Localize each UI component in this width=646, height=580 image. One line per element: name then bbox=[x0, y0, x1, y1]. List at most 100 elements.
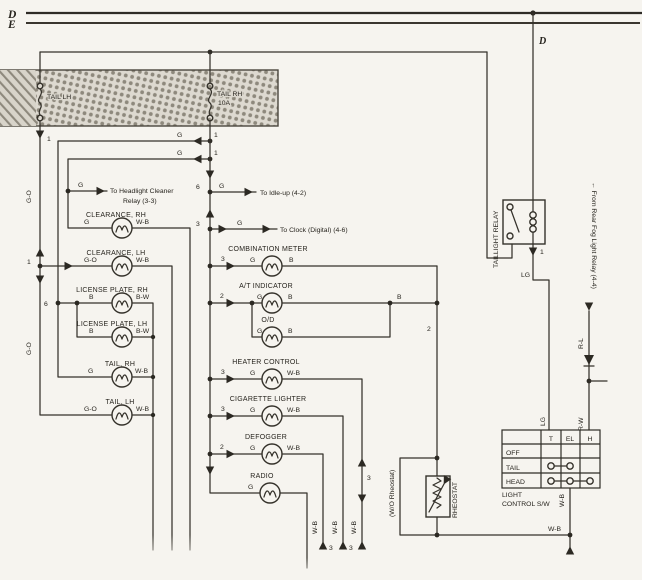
lamp-combination-meter: COMBINATION METER 3 G B bbox=[221, 246, 308, 277]
wire-color-label: G bbox=[237, 220, 242, 227]
lamp-label: LICENSE PLATE, LH bbox=[77, 321, 148, 328]
left-circuit: 1 1 G 1 G 1 6 G-O G-O G To Headlight Cle… bbox=[26, 120, 218, 551]
fuse-tail-lh-label: TAIL LH bbox=[47, 94, 71, 101]
wire-color-label: LG bbox=[521, 272, 530, 279]
wire-color-label: G bbox=[177, 150, 182, 157]
wire-color-label: B bbox=[89, 328, 94, 335]
wire-color-label: B bbox=[288, 328, 293, 335]
wire-color-label: G bbox=[88, 368, 93, 375]
wire-color-label: B bbox=[288, 294, 293, 301]
pin-label: 1 bbox=[214, 150, 218, 157]
pin-label: 6 bbox=[196, 184, 200, 191]
fuse-tail-rh-rating: 10A bbox=[218, 100, 231, 107]
switch-column-h: H bbox=[588, 436, 593, 443]
lamp-label: A/T INDICATOR bbox=[239, 283, 293, 290]
wire-color-label: G bbox=[257, 294, 262, 301]
lamp-license-rh: LICENSE PLATE, RH B B-W bbox=[76, 287, 150, 314]
rail-e-label: E bbox=[7, 19, 16, 31]
wire-color-label: W-B bbox=[559, 493, 566, 507]
rheostat-symbol bbox=[425, 475, 452, 518]
lamp-tail-lh: TAIL, LH G-O W-B bbox=[84, 399, 150, 426]
wire-color-label: G bbox=[219, 183, 224, 190]
pin-label: 1 bbox=[214, 132, 218, 139]
rear-fog-branch: ← From Rear Fog Light Relay (4-4) R-L R-… bbox=[578, 182, 608, 431]
wire-color-label: W-B bbox=[287, 370, 301, 377]
lamp-label: COMBINATION METER bbox=[228, 246, 308, 253]
branch-idle-up: To Idle-up (4-2) bbox=[260, 190, 306, 197]
fuse-tail-rh-label: TAIL RH bbox=[217, 91, 242, 98]
wire-color-label: LG bbox=[540, 417, 547, 426]
switch-column-t: T bbox=[549, 436, 553, 443]
wire-color-label: W-B bbox=[136, 406, 150, 413]
rheostat-bypass-note: (W/O Rheostat) bbox=[389, 470, 396, 517]
lamp-cigarette-lighter: CIGARETTE LIGHTER 3 G W-B bbox=[221, 396, 307, 427]
wire-color-label: G-O bbox=[26, 342, 33, 355]
rail-d-label: D bbox=[7, 9, 17, 21]
lamp-defogger: DEFOGGER 2 G W-B bbox=[220, 434, 301, 465]
switch-contacts bbox=[547, 462, 594, 485]
wire-color-label: G bbox=[248, 484, 253, 491]
wire-color-label: W-B bbox=[332, 520, 339, 534]
lamp-label: DEFOGGER bbox=[245, 434, 287, 441]
wire-color-label: W-B bbox=[312, 520, 319, 534]
taillight-relay: TAILLIGHT RELAY 1 LG LG bbox=[486, 51, 550, 431]
center-circuit: 6 G To Idle-up (4-2) 3 G To Clock (Digit… bbox=[196, 120, 438, 569]
wire-color-label: R-W bbox=[578, 417, 585, 431]
lamp-license-lh: LICENSE PLATE, LH B B-W bbox=[77, 321, 150, 348]
pin-label: 1 bbox=[47, 136, 51, 143]
switch-name-line1: LIGHT bbox=[502, 492, 522, 499]
wire-color-label: G bbox=[250, 445, 255, 452]
wire-color-label: W-B bbox=[136, 219, 150, 226]
pin-label: 2 bbox=[427, 326, 431, 333]
wire-color-label: W-B bbox=[548, 526, 562, 533]
branch-rear-fog: ← From Rear Fog Light Relay (4-4) bbox=[590, 182, 597, 289]
wire-color-label: B bbox=[397, 294, 402, 301]
power-rails: D E D bbox=[7, 9, 643, 201]
relay-switch-symbol bbox=[506, 203, 520, 240]
lamp-clearance-lh: CLEARANCE, LH G-O W-B bbox=[84, 250, 150, 277]
relay-coil-symbol bbox=[529, 199, 537, 245]
wire-color-label: G bbox=[250, 257, 255, 264]
lamp-label: CIGARETTE LIGHTER bbox=[230, 396, 307, 403]
lamp-at-indicator: A/T INDICATOR 2 G B B bbox=[220, 283, 402, 314]
wire-color-label: G bbox=[257, 328, 262, 335]
rheostat-label: RHEOSTAT bbox=[452, 482, 459, 518]
lamp-heater-control: HEATER CONTROL 3 G W-B bbox=[221, 359, 301, 390]
wire-color-label: G-O bbox=[26, 190, 33, 203]
lamp-label: O/D bbox=[261, 317, 274, 324]
pin-label: 3 bbox=[367, 475, 371, 482]
lamp-radio: RADIO G bbox=[248, 473, 281, 504]
pin-label: 3 bbox=[221, 256, 225, 263]
wire-color-label: G bbox=[250, 370, 255, 377]
wire-color-label: R-L bbox=[578, 338, 585, 349]
branch-headlight-cleaner-line2: Relay (3-3) bbox=[123, 198, 157, 205]
branch-headlight-cleaner-line1: To Headlight Cleaner bbox=[110, 188, 174, 195]
pin-label: 3 bbox=[221, 406, 225, 413]
wire-color-label: W-B bbox=[351, 520, 358, 534]
branch-clock: To Clock (Digital) (4-6) bbox=[280, 227, 348, 234]
pin-label: 3 bbox=[329, 545, 333, 552]
lamp-label: LICENSE PLATE, RH bbox=[76, 287, 148, 294]
lamp-label: TAIL, RH bbox=[105, 361, 135, 368]
wire-color-label: G bbox=[250, 407, 255, 414]
switch-column-el: EL bbox=[566, 436, 575, 443]
switch-name-line2: CONTROL S/W bbox=[502, 501, 550, 508]
wire-color-label: G-O bbox=[84, 257, 97, 264]
lamp-clearance-rh: CLEARANCE, RH G W-B bbox=[84, 212, 150, 239]
pin-label: 2 bbox=[220, 293, 224, 300]
lamp-label: CLEARANCE, LH bbox=[87, 250, 146, 257]
rail-d-branch-label: D bbox=[538, 36, 546, 47]
pin-label: 3 bbox=[221, 369, 225, 376]
wire-color-label: G bbox=[78, 182, 83, 189]
pin-label: 1 bbox=[540, 249, 544, 256]
rheostat-circuit: 2 RHEOSTAT (W/O Rheostat) W-B bbox=[389, 265, 571, 538]
wire-color-label: W-B bbox=[135, 368, 149, 375]
wire-color-label: G bbox=[84, 219, 89, 226]
lamp-label: HEATER CONTROL bbox=[232, 359, 300, 366]
lamp-label: RADIO bbox=[250, 473, 274, 480]
lamp-label: CLEARANCE, RH bbox=[86, 212, 146, 219]
wire-color-label: B bbox=[289, 257, 294, 264]
light-control-switch: T EL H OFF TAIL HEAD LIGHT CONTROL S/W W… bbox=[501, 429, 601, 555]
